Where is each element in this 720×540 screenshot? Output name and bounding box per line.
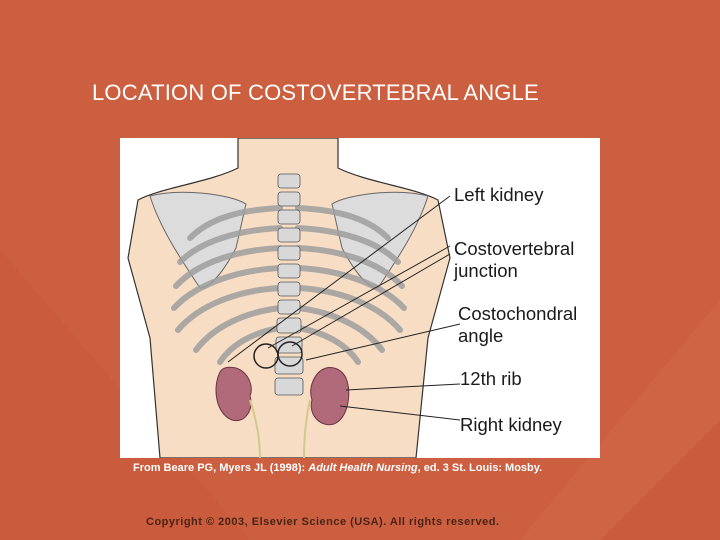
right-kidney-shape (310, 367, 350, 426)
spine (274, 173, 304, 396)
ureters (249, 399, 311, 458)
figure-caption: From Beare PG, Myers JL (1998): Adult He… (133, 462, 542, 474)
copyright-notice: Copyright © 2003, Elsevier Science (USA)… (146, 516, 500, 528)
anatomy-figure: Left kidney Costovertebral junction Cost… (120, 138, 600, 458)
label-12th-rib: 12th rib (460, 368, 522, 389)
leader-lines (227, 195, 461, 421)
right-cva-circle (277, 341, 303, 367)
label-right-kidney: Right kidney (460, 414, 562, 435)
caption-prefix: From Beare PG, Myers JL (1998): (133, 462, 309, 474)
label-left-kidney: Left kidney (454, 184, 544, 205)
caption-suffix: , ed. 3 St. Louis: Mosby. (417, 462, 543, 474)
label-costochondral-angle: Costochondral angle (458, 303, 578, 346)
label-costovertebral-junction: Costovertebral junction (454, 238, 575, 281)
left-kidney-shape (215, 366, 252, 422)
caption-book-title: Adult Health Nursing (308, 462, 418, 474)
back-illustration (127, 138, 461, 458)
slide-title: LOCATION OF COSTOVERTEBRAL ANGLE (92, 80, 539, 105)
